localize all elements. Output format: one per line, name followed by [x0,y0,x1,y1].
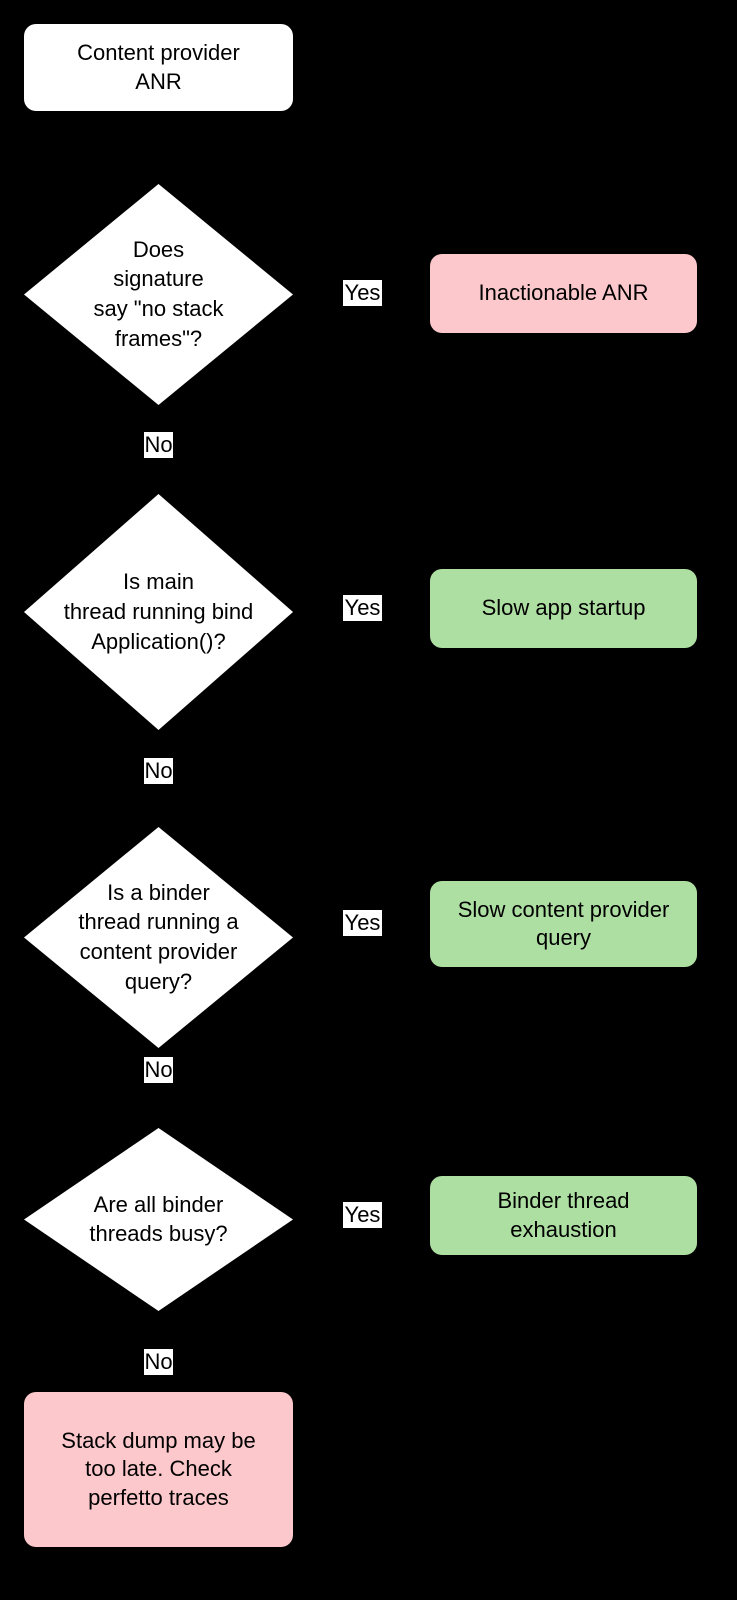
node-decision-signature-no-stack-frames[interactable]: Does signature say "no stack frames"? [24,184,293,405]
edge-label-decision2-no: No [144,758,173,784]
arrowhead-decision3-yes [421,918,430,930]
node-outcome-inactionable-anr[interactable]: Inactionable ANR [430,254,697,333]
edge-label-decision1-yes: Yes [343,280,382,306]
node-outcome-slow-app-startup[interactable]: Slow app startup [430,569,697,648]
node-start-content-provider-anr[interactable]: Content provider ANR [24,24,293,111]
node-decision-2-label: Is main thread running bind Application(… [63,569,254,654]
node-decision-main-thread-bind-application[interactable]: Is main thread running bind Application(… [24,494,293,730]
arrowhead-decision4-yes [421,1210,430,1222]
node-decision-binder-thread-content-provider-query[interactable]: Is a binder thread running a content pro… [24,827,293,1048]
arrowhead-decision3-no [152,1120,164,1129]
node-outcome-slow-content-provider-query[interactable]: Slow content provider query [430,881,697,967]
arrowhead-decision1-no [152,486,164,495]
edge-label-decision3-no: No [144,1057,173,1083]
arrowhead-decision1-yes [421,288,430,300]
node-decision-4-label: Are all binder threads busy? [89,1191,228,1247]
edge-label-decision4-yes: Yes [343,1202,382,1228]
edge-label-decision3-yes: Yes [343,910,382,936]
node-decision-1-label: Does signature say "no stack frames"? [93,236,224,352]
arrowhead-start-to-decision1 [152,176,164,185]
edge-label-decision2-yes: Yes [343,595,382,621]
node-outcome-stack-dump-too-late[interactable]: Stack dump may be too late. Check perfet… [24,1392,293,1547]
edge-label-decision4-no: No [144,1349,173,1375]
node-decision-3-label: Is a binder thread running a content pro… [78,879,239,995]
node-outcome-binder-thread-exhaustion[interactable]: Binder thread exhaustion [430,1176,697,1255]
connector-start-to-decision1 [157,110,159,184]
node-decision-all-binder-threads-busy[interactable]: Are all binder threads busy? [24,1128,293,1311]
edge-label-decision1-no: No [144,432,173,458]
arrowhead-decision2-yes [421,603,430,615]
arrowhead-decision2-no [152,819,164,828]
